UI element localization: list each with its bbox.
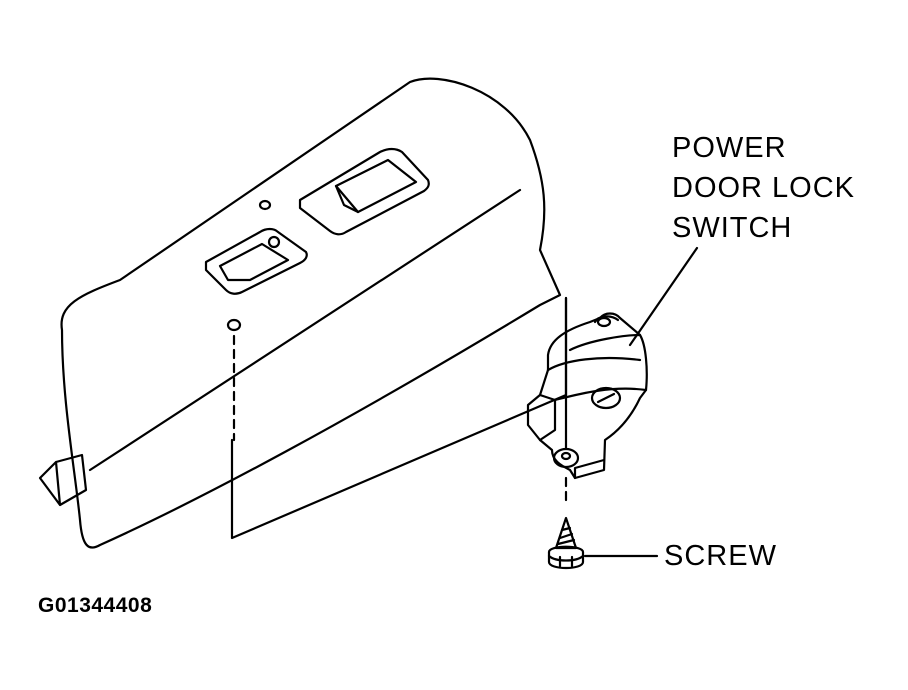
panel-screw-hole-upper [258, 199, 272, 211]
power-door-lock-switch-body [526, 296, 648, 507]
switch-callout-label: POWER DOOR LOCK SWITCH [672, 128, 855, 248]
door-lock-switch-opening [204, 199, 308, 295]
armrest-panel [38, 77, 568, 549]
switch-leader-line [628, 246, 699, 347]
switch-label-line2: DOOR LOCK [672, 172, 856, 204]
panel-mount-hole [226, 318, 242, 442]
switch-label-line1: POWER [672, 132, 787, 164]
screw-part [547, 516, 585, 570]
panel-tab [38, 453, 88, 507]
figure-id-label: G01344408 [38, 594, 153, 617]
panel-outline [60, 77, 562, 549]
screw-callout-label: SCREW [664, 540, 777, 572]
panel-crease-line [88, 188, 522, 472]
window-switch-opening [298, 147, 430, 236]
panel-bottom-face [230, 296, 568, 540]
switch-label-line3: SWITCH [672, 212, 793, 244]
